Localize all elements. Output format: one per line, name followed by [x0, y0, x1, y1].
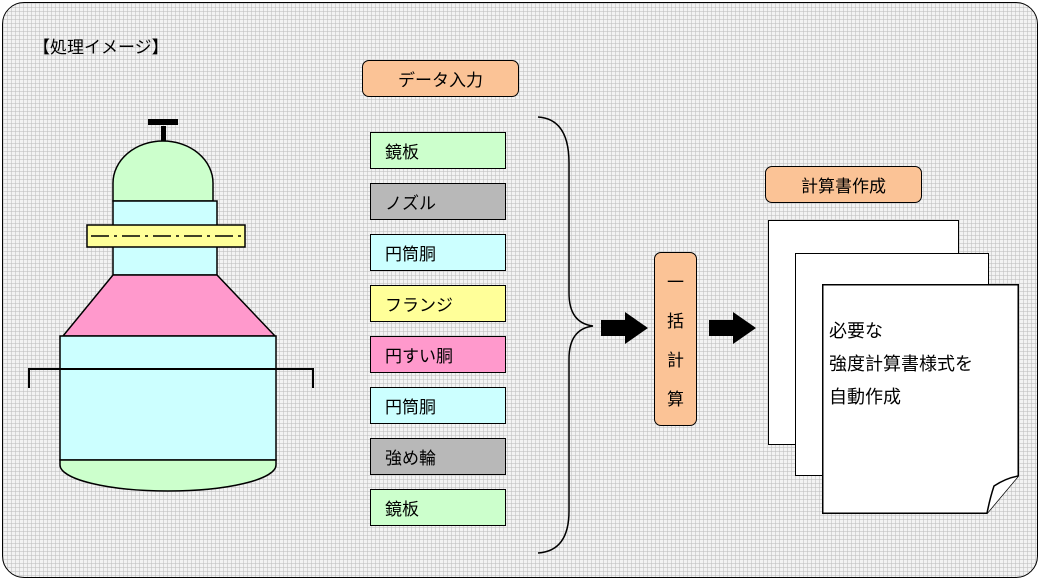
output-text-line-2: 強度計算書様式を — [829, 354, 973, 375]
top-head — [112, 140, 214, 202]
output-page-front — [822, 284, 1019, 514]
input-item-4: フランジ — [370, 285, 506, 322]
input-item-2: ノズル — [370, 183, 506, 220]
batch-calc-char-2: 括 — [667, 312, 684, 332]
arrow-to-calc — [601, 312, 648, 344]
input-item-8: 鏡板 — [370, 489, 506, 526]
batch-calc-char-1: 一 — [667, 273, 684, 293]
input-item-7: 強め輪 — [370, 438, 506, 475]
input-item-3: 円筒胴 — [370, 234, 506, 271]
input-item-5: 円すい胴 — [370, 336, 506, 373]
batch-calc-char-4: 算 — [667, 390, 684, 410]
data-input-header: データ入力 — [362, 60, 519, 97]
pressure-vessel-illustration — [28, 119, 314, 492]
output-text-line-1: 必要な — [829, 321, 883, 342]
batch-calc-char-3: 計 — [667, 351, 684, 371]
arrow-to-output — [709, 312, 756, 344]
batch-calculation-label: 一括計算 — [654, 252, 697, 426]
input-item-1: 鏡板 — [370, 132, 506, 169]
diagram-title: 【処理イメージ】 — [33, 38, 169, 58]
top-nozzle-cap — [148, 119, 178, 125]
top-nozzle-stem — [161, 126, 166, 146]
lower-shell — [59, 335, 277, 461]
input-item-6: 円筒胴 — [370, 387, 506, 424]
grouping-brace — [537, 116, 594, 554]
report-creation-header: 計算書作成 — [765, 166, 922, 203]
output-text-line-3: 自動作成 — [829, 387, 901, 408]
bottom-head — [59, 459, 277, 492]
page-curl — [986, 475, 1019, 514]
connectors — [537, 116, 756, 554]
